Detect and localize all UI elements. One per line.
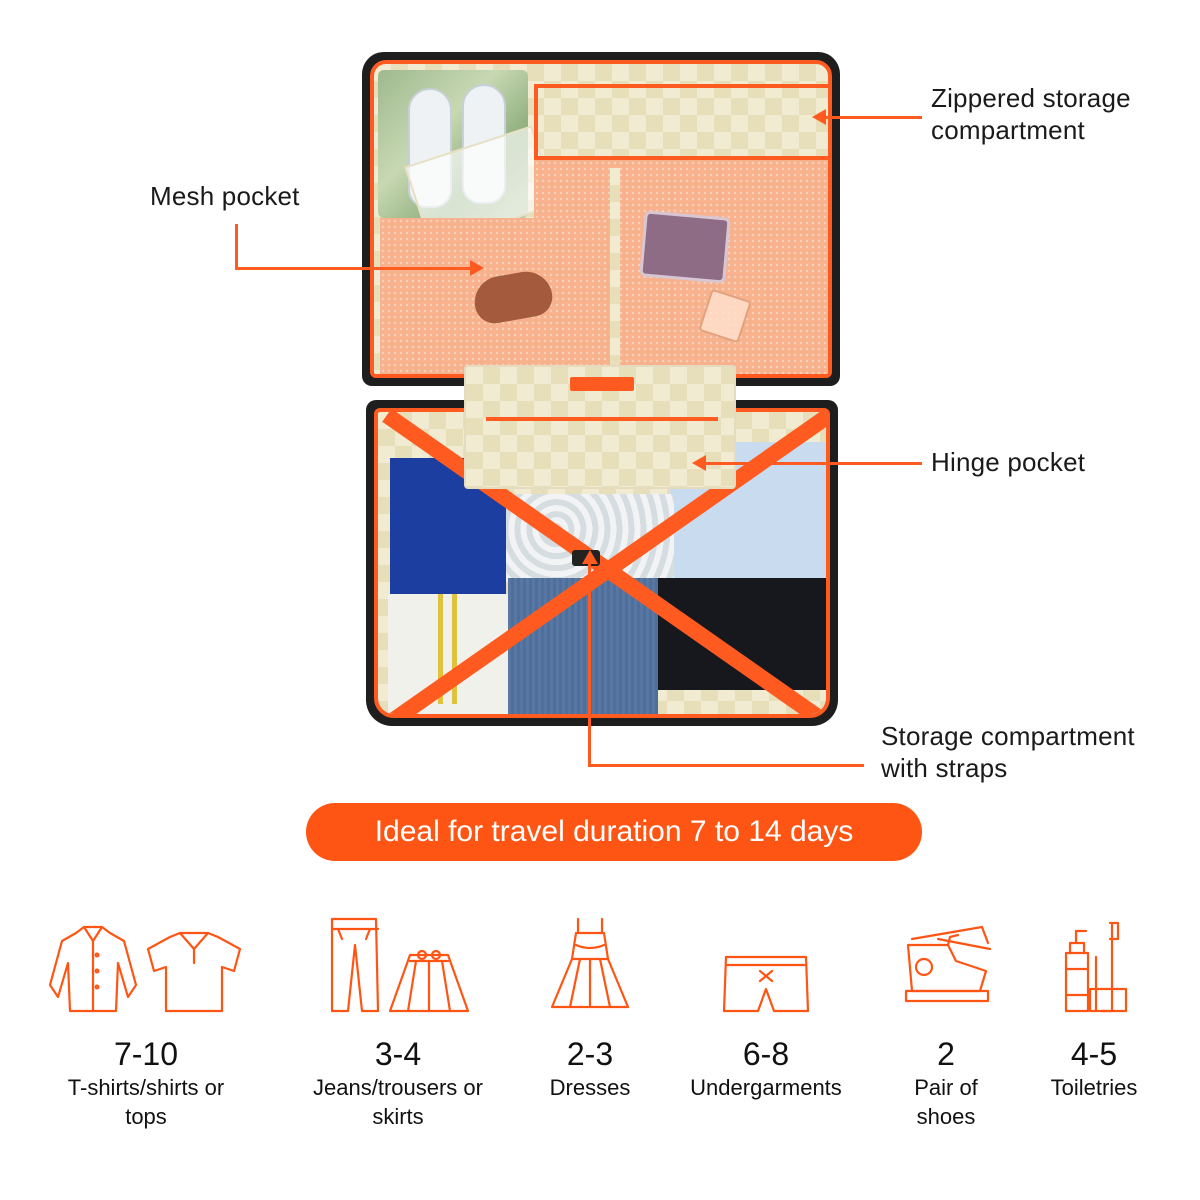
- pouch: [639, 210, 731, 284]
- capacity-item-tops: 7-10 T-shirts/shirts or tops: [46, 915, 246, 1131]
- callout-zippered-compartment: Zippered storage compartment: [931, 83, 1131, 145]
- capacity-count: 6-8: [742, 1036, 790, 1072]
- zipper-middle[interactable]: [534, 156, 828, 160]
- callout-line: [235, 267, 471, 270]
- capacity-label: Pair of shoes: [914, 1075, 978, 1129]
- callout-line: [588, 764, 864, 767]
- capacity-item-bottoms: 3-4 Jeans/trousers or skirts: [298, 915, 498, 1131]
- divider: [610, 168, 620, 374]
- arrow-head: [470, 260, 484, 276]
- capacity-item-toiletries: 4-5 Toiletries: [1026, 915, 1162, 1102]
- capacity-item-undergarments: 6-8 Undergarments: [672, 915, 860, 1102]
- hinge-zipper[interactable]: [486, 417, 718, 421]
- zipper-top[interactable]: [534, 84, 828, 88]
- towel-stripe: [452, 594, 457, 704]
- brand-tag: [570, 377, 634, 391]
- callout-line: [235, 224, 238, 270]
- callout-line: [826, 116, 922, 119]
- towel-stripe: [438, 594, 443, 704]
- callout-strap-compartment: Storage compartment with straps: [881, 721, 1135, 783]
- capacity-count: 3-4: [374, 1036, 422, 1072]
- callout-line: [706, 462, 922, 465]
- toiletries-icon: [1064, 921, 1128, 1013]
- capacity-label: Toiletries: [1050, 1075, 1138, 1100]
- jeans: [508, 578, 658, 714]
- mesh-pocket[interactable]: [380, 218, 616, 374]
- capacity-item-dresses: 2-3 Dresses: [520, 915, 660, 1102]
- capacity-label: T-shirts/shirts or tops: [67, 1075, 225, 1129]
- capacity-count: 2: [937, 1036, 955, 1072]
- capacity-label: Jeans/trousers or skirts: [313, 1075, 483, 1129]
- shirt-icon: [48, 925, 242, 1013]
- callout-line: [588, 562, 591, 766]
- capacity-item-shoes: 2 Pair of shoes: [878, 915, 1014, 1131]
- sneaker-icon: [904, 925, 992, 1003]
- shorts-icon: [722, 955, 810, 1013]
- capacity-label: Dresses: [549, 1075, 631, 1100]
- top-lining: [370, 60, 832, 378]
- capacity-count: 2-3: [566, 1036, 614, 1072]
- capacity-count: 4-5: [1070, 1036, 1118, 1072]
- callout-mesh-pocket: Mesh pocket: [150, 181, 300, 211]
- capacity-label: Undergarments: [690, 1075, 842, 1100]
- zipper-side: [534, 84, 538, 160]
- capacity-count: 7-10: [113, 1036, 179, 1072]
- dress-icon: [550, 917, 630, 1009]
- suitcase-top-shell: [362, 52, 840, 386]
- trousers-icon: [330, 917, 470, 1013]
- arrow-head: [582, 550, 598, 564]
- arrow-head: [692, 455, 706, 471]
- hinge-pocket[interactable]: [464, 365, 736, 489]
- callout-hinge-pocket: Hinge pocket: [931, 447, 1086, 477]
- travel-duration-banner: Ideal for travel duration 7 to 14 days: [306, 803, 922, 861]
- arrow-head: [812, 109, 826, 125]
